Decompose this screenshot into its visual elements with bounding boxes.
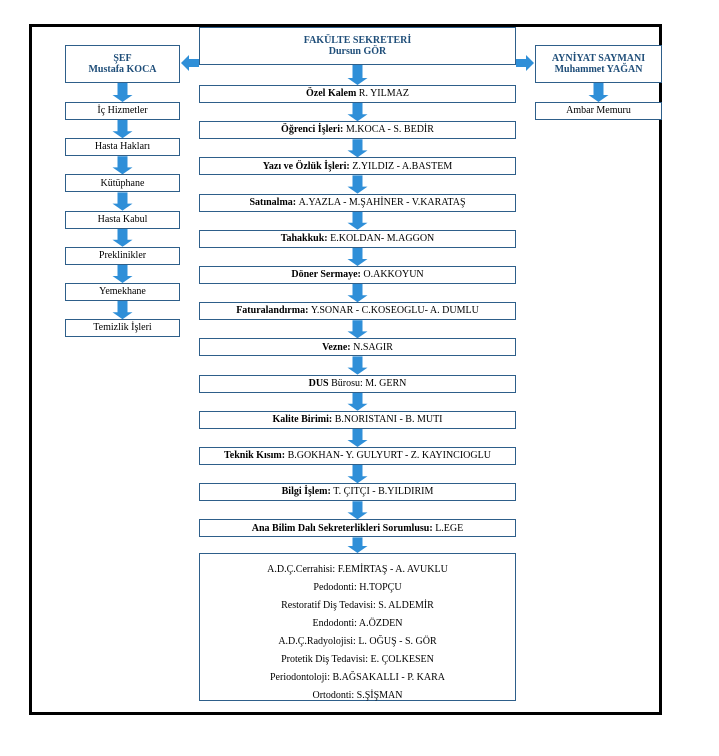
center-unit-box: Öğrenci İşleri: M.KOCA - S. BEDİR	[199, 121, 516, 140]
left-unit-label: Temizlik İşleri	[93, 322, 152, 334]
center-unit-names: A.YAZLA - M.ŞAHİNER - V.KARATAŞ	[298, 196, 466, 208]
left-unit-box: Kütüphane	[65, 174, 180, 193]
department-row: A.D.Ç.Cerrahisi: F.EMİRTAŞ - A. AVUKLU	[267, 564, 448, 575]
left-unit-label: Hasta Hakları	[94, 141, 151, 153]
center-unit-box: Teknik Kısım: B.GOKHAN- Y. GULYURT - Z. …	[199, 447, 516, 465]
center-unit-box: Kalite Birimi: B.NORISTANI - B. MUTI	[199, 410, 516, 429]
center-unit-label: Yazı ve Özlük İşleri:	[262, 160, 350, 172]
inventory-officer-title: AYNİYAT SAYMANI	[551, 52, 646, 64]
center-unit-names: T. ÇITÇI - B.YILDIRIM	[333, 486, 434, 498]
center-unit-box: Satınalma: A.YAZLA - M.ŞAHİNER - V.KARAT…	[199, 193, 516, 212]
chief-box: ŞEF Mustafa KOCA	[65, 45, 180, 83]
department-row: Periodontoloji: B.AĞSAKALLI - P. KARA	[269, 672, 445, 683]
center-unit-box: Tahakkuk: E.KOLDAN- M.AGGON	[199, 229, 516, 248]
department-row: Restoratif Diş Tedavisi: S. ALDEMİR	[281, 600, 434, 611]
faculty-secretary-title: FAKÜLTE SEKRETERİ	[303, 34, 412, 46]
chart-frame	[29, 24, 662, 715]
left-unit-label: Yemekhane	[99, 286, 146, 298]
warehouse-clerk-box: Ambar Memuru	[535, 102, 662, 120]
department-row: Ortodonti: S.ŞİŞMAN	[312, 690, 403, 701]
department-row: Protetik Diş Tedavisi: E. ÇOLKESEN	[281, 654, 434, 665]
left-unit-label: İç Hizmetler	[97, 105, 148, 117]
center-unit-label: Tahakkuk:	[280, 233, 328, 245]
department-row: A.D.Ç.Radyolojisi: L. OĞUŞ - S. GÖR	[278, 636, 437, 647]
center-unit-label: Vezne:	[322, 341, 351, 353]
faculty-secretary-name: Dursun GÖR	[328, 46, 387, 57]
center-unit-names: Z.YILDIZ - A.BASTEM	[352, 160, 453, 172]
center-unit-names: R. YILMAZ	[358, 88, 409, 100]
center-unit-label: DUS	[308, 377, 329, 389]
center-unit-names: B.NORISTANI - B. MUTI	[334, 414, 443, 426]
left-unit-box: Preklinikler	[65, 246, 180, 265]
center-unit-label: Öğrenci İşleri:	[281, 124, 344, 136]
center-unit-box: DUS Bürosu: M. GERN	[199, 374, 516, 393]
center-unit-box: Bilgi İşlem: T. ÇITÇI - B.YILDIRIM	[199, 483, 516, 502]
center-unit-label: Satınalma:	[249, 196, 297, 208]
center-unit-label: Ana Bilim Dalı Sekreterlikleri Sorumlusu…	[251, 522, 433, 534]
department-list-box: A.D.Ç.Cerrahisi: F.EMİRTAŞ - A. AVUKLU P…	[199, 553, 516, 701]
left-unit-label: Hasta Kabul	[97, 213, 148, 225]
center-unit-box: Döner Sermaye: O.AKKOYUN	[199, 266, 516, 284]
center-unit-label: Teknik Kısım:	[224, 450, 286, 462]
chief-name: Mustafa KOCA	[88, 64, 157, 75]
left-unit-box: Yemekhane	[65, 283, 180, 301]
left-unit-label: Kütüphane	[100, 177, 145, 189]
center-unit-box: Özel Kalem R. YILMAZ	[199, 85, 516, 103]
center-unit-label: Kalite Birimi:	[272, 414, 333, 426]
left-unit-box: Hasta Kabul	[65, 210, 180, 229]
center-unit-label: Özel Kalem	[306, 88, 357, 100]
left-unit-label: Preklinikler	[98, 250, 147, 262]
center-unit-names: E.KOLDAN- M.AGGON	[330, 233, 435, 245]
inventory-officer-box: AYNİYAT SAYMANI Muhammet YAĞAN	[535, 45, 662, 83]
center-unit-names: Y.SONAR - C.KOSEOGLU- A. DUMLU	[310, 305, 479, 317]
center-unit-box: Yazı ve Özlük İşleri: Z.YILDIZ - A.BASTE…	[199, 157, 516, 176]
center-unit-label: Bilgi İşlem:	[281, 486, 331, 498]
department-row: Endodonti: A.ÖZDEN	[312, 618, 403, 629]
center-unit-names: M.KOCA - S. BEDİR	[345, 124, 434, 136]
center-unit-box: Vezne: N.SAGIR	[199, 338, 516, 357]
center-unit-names: L.EGE	[435, 522, 464, 534]
department-row: Pedodonti: H.TOPÇU	[313, 582, 402, 593]
inventory-officer-name: Muhammet YAĞAN	[554, 64, 643, 75]
warehouse-clerk-label: Ambar Memuru	[566, 105, 631, 117]
center-unit-names: N.SAGIR	[353, 341, 393, 353]
center-unit-label: Faturalandırma:	[236, 305, 309, 317]
chief-title: ŞEF	[113, 52, 132, 64]
center-unit-names: O.AKKOYUN	[363, 269, 424, 281]
left-unit-box: Temizlik İşleri	[65, 319, 180, 338]
center-unit-names: B.GOKHAN- Y. GULYURT - Z. KAYINCIOGLU	[287, 450, 491, 462]
left-unit-box: Hasta Hakları	[65, 138, 180, 157]
center-unit-box: Ana Bilim Dalı Sekreterlikleri Sorumlusu…	[199, 519, 516, 538]
center-unit-label: Döner Sermaye:	[291, 269, 361, 281]
center-unit-names: Bürosu: M. GERN	[331, 377, 407, 389]
center-unit-box: Faturalandırma: Y.SONAR - C.KOSEOGLU- A.…	[199, 302, 516, 321]
faculty-secretary-box: FAKÜLTE SEKRETERİ Dursun GÖR	[199, 27, 516, 65]
left-unit-box: İç Hizmetler	[65, 102, 180, 120]
